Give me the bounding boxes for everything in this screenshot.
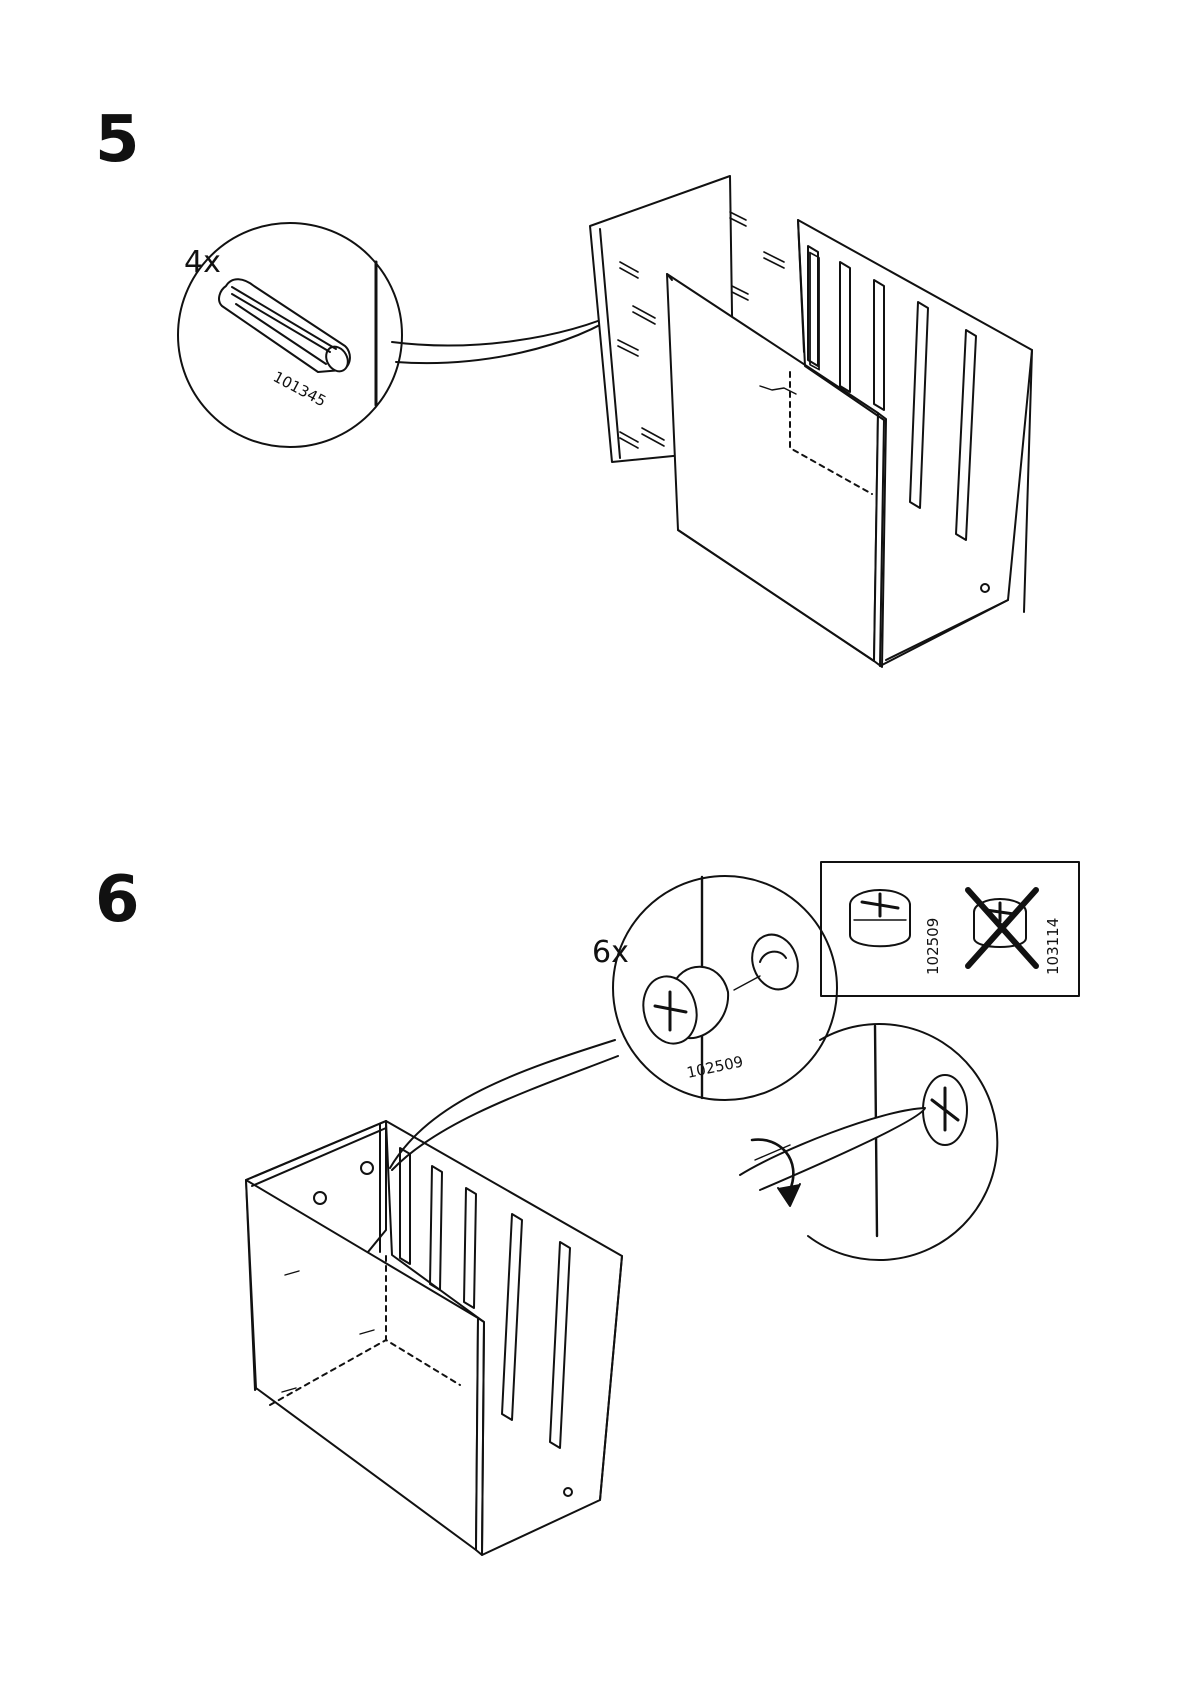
front-panel [667, 274, 886, 667]
cam-lock-nut-icon [636, 967, 760, 1050]
correct-part-number: 102509 [924, 918, 942, 975]
step-6-illustration [246, 862, 1079, 1555]
wrong-part-number: 103114 [1044, 918, 1062, 975]
step-5-illustration [178, 176, 1032, 667]
wooden-dowel-icon [219, 279, 352, 375]
cabinet-body [246, 1121, 622, 1555]
dowel-detail-circle [178, 223, 625, 447]
dowel-part-number: 101345 [270, 368, 329, 411]
cam-lock-wrong-icon [968, 890, 1036, 966]
dowel-quantity: 4x [184, 245, 221, 280]
screwdriver-detail-circle [740, 1024, 997, 1260]
part-comparison-box [821, 862, 1079, 996]
cam-lock-correct-icon [850, 890, 910, 946]
screwdriver-icon [740, 1108, 925, 1190]
cam-lock-quantity: 6x [592, 935, 629, 970]
cam-lock-part-number: 102509 [685, 1052, 745, 1082]
cam-lock-detail-circle [390, 876, 837, 1170]
